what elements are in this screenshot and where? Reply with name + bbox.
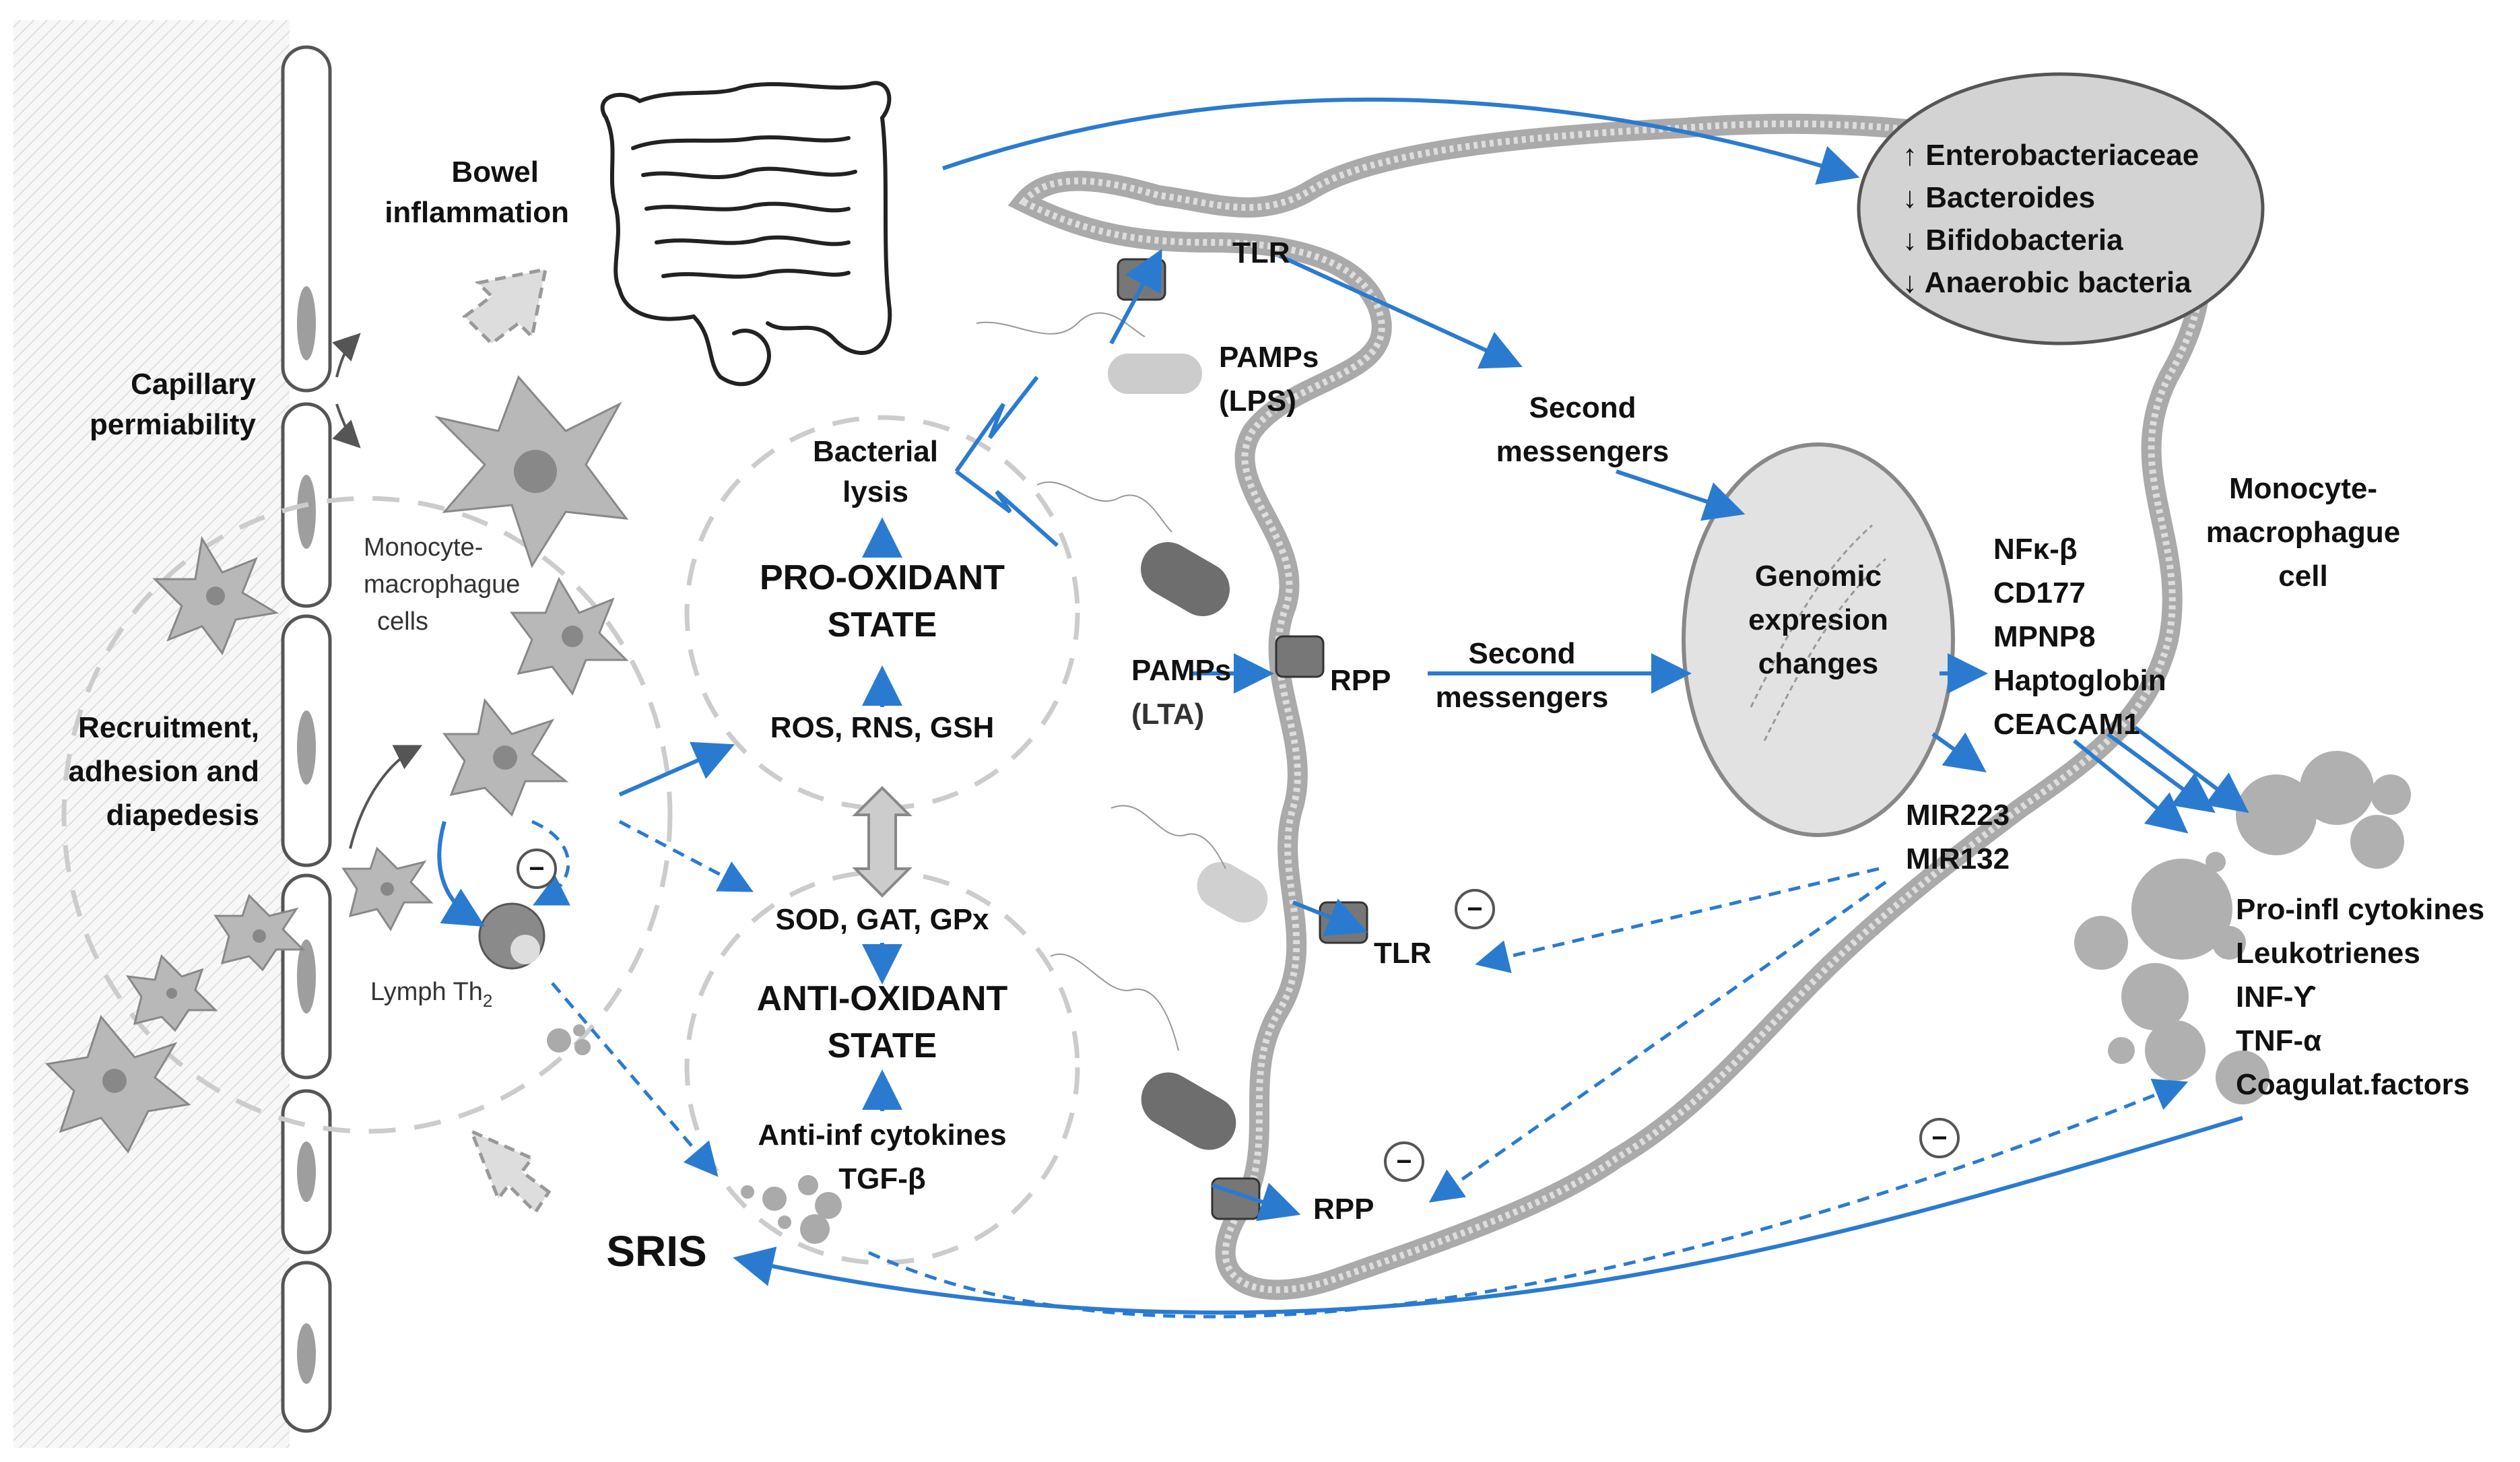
label-second-top-1: Second: [1529, 391, 1636, 424]
label-anti-inf-2: TGF-β: [838, 1162, 926, 1195]
label-output-2: Leukotrienes: [2236, 937, 2420, 970]
lightning-bolts: [954, 376, 1059, 547]
label-pro-oxidant-2: STATE: [828, 605, 937, 644]
label-bacteria-2: ↓ Bacteroides: [1902, 181, 2095, 214]
label-tlr-top: TLR: [1232, 236, 1290, 269]
label-anti-oxidant-1: ANTI-OXIDANT: [757, 979, 1008, 1018]
bacteria: [1108, 354, 1268, 1150]
minus-sign: −: [1396, 1147, 1412, 1176]
lymph-th2-cell: [478, 902, 545, 970]
label-capillary-2: permiability: [90, 408, 256, 441]
minus-sign: −: [1467, 894, 1482, 924]
label-second-mid-1: Second: [1469, 637, 1576, 670]
label-capillary-1: Capillary: [131, 368, 256, 401]
label-bacteria-1: ↑ Enterobacteriaceae: [1902, 139, 2199, 172]
label-gene-5: CEACAM1: [1993, 708, 2140, 741]
label-mono-cell-2: macrophague: [2206, 516, 2401, 549]
blue-arrows: [437, 97, 2249, 1315]
gray-curved-arrows: [332, 333, 423, 849]
label-pamps-lta-1: PAMPs: [1131, 654, 1231, 687]
label-recruitment-3: diapedesis: [106, 799, 259, 832]
label-bacteria-3: ↓ Bifidobacteria: [1902, 224, 2123, 257]
label-second-mid-2: messengers: [1436, 681, 1609, 714]
label-bacteria-4: ↓ Anaerobic bacteria: [1902, 266, 2191, 299]
label-lymph: Lymph Th2: [370, 978, 492, 1011]
label-genomic-2: expresion: [1748, 603, 1888, 636]
bowel-illustration: [600, 81, 892, 387]
label-ros: ROS, RNS, GSH: [770, 711, 995, 744]
gray-arrows: [462, 267, 552, 1215]
label-mono-cell-1: Monocyte-: [2229, 472, 2377, 505]
output-vesicles: [2074, 751, 2411, 1104]
label-sris: SRIS: [606, 1227, 706, 1275]
label-bowel-1: Bowel: [451, 156, 539, 189]
pro-oxidant-circle: [684, 415, 1080, 811]
label-output-4: TNF-α: [2236, 1024, 2321, 1057]
minus-sign: −: [529, 854, 544, 884]
label-mono-cells-1: Monocyte-: [364, 533, 483, 562]
label-mir-1: MIR223: [1906, 799, 2010, 832]
label-gene-1: NFκ-β: [1993, 533, 2078, 566]
tissue-region: [61, 496, 673, 1134]
label-rpp-mid: RPP: [1330, 664, 1391, 697]
label-mono-cells-2: macrophague: [364, 570, 520, 599]
label-pamps-lps-2: (LPS): [1219, 385, 1296, 418]
label-output-5: Coagulat.factors: [2236, 1068, 2469, 1101]
label-gene-2: CD177: [1993, 576, 2086, 609]
double-arrow: [852, 786, 913, 898]
label-gene-4: Haptoglobin: [1993, 664, 2166, 697]
label-bowel-2: inflammation: [385, 196, 569, 229]
label-sod: SOD, GAT, GPx: [775, 903, 989, 936]
label-second-top-2: messengers: [1496, 435, 1669, 468]
label-pamps-lps-1: PAMPs: [1219, 341, 1319, 374]
label-bacterial-lysis-1: Bacterial: [813, 435, 938, 468]
label-genomic-1: Genomic: [1755, 560, 1882, 593]
label-rpp-low: RPP: [1313, 1193, 1374, 1226]
label-gene-3: MPNP8: [1993, 620, 2096, 653]
label-pro-oxidant-1: PRO-OXIDANT: [760, 558, 1005, 597]
label-recruitment-1: Recruitment,: [78, 711, 259, 744]
label-anti-inf-1: Anti-inf cytokines: [758, 1119, 1006, 1152]
label-mono-cell-3: cell: [2278, 560, 2327, 593]
label-anti-oxidant-2: STATE: [828, 1026, 937, 1065]
minus-sign: −: [1931, 1123, 1947, 1153]
label-output-1: Pro-infl cytokines: [2236, 893, 2484, 926]
inhibition-markers: [517, 849, 1960, 1182]
label-mono-cells-3: cells: [377, 607, 428, 636]
microbiota-ellipse: [1857, 72, 2265, 345]
label-tlr-low: TLR: [1374, 937, 1432, 970]
label-pamps-lta-2: (LTA): [1131, 698, 1204, 731]
label-bacterial-lysis-2: lysis: [842, 475, 908, 508]
label-output-3: INF-ϒ: [2236, 981, 2317, 1014]
dashed-arrows: [531, 820, 2189, 1319]
vessel-wall: [13, 20, 332, 1448]
label-recruitment-2: adhesion and: [68, 755, 259, 788]
label-mir-2: MIR132: [1906, 842, 2010, 875]
label-genomic-3: changes: [1758, 647, 1879, 680]
